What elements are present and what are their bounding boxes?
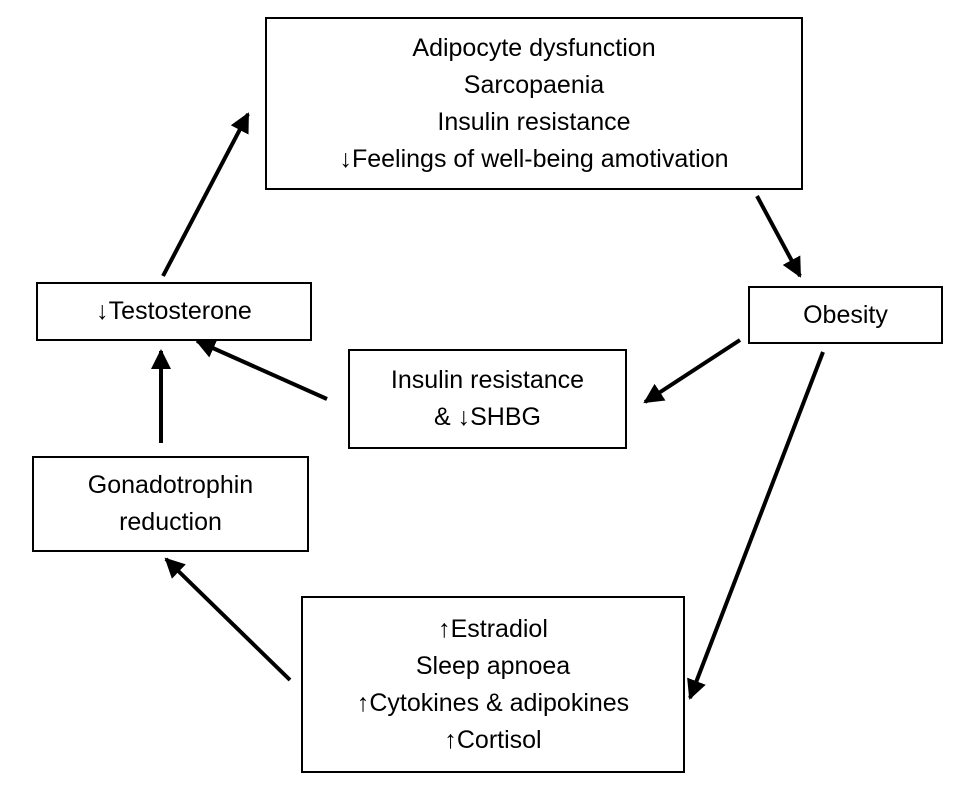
node-text-line: Insulin resistance [390,366,585,394]
node-text-line: ↑Estradiol [438,614,548,643]
arrow-obesity-to-insulin-shbg [643,338,742,404]
node-adipocyte-dysfunction: Adipocyte dysfunction Sarcopaenia Insuli… [265,17,803,190]
node-text-line: Obesity [803,300,888,329]
node-text-line: Adipocyte dysfunction [412,33,656,62]
node-text-line: ↑Cortisol [444,725,542,754]
node-text-line: Gonadotrophin [87,471,254,499]
node-text-line: ↓Testosterone [96,297,252,325]
node-text-line: & ↓SHBG [434,403,541,431]
arrow-insulin-shbg-to-testosterone [195,339,328,401]
node-text-line: reduction [119,508,222,536]
arrow-top-to-obesity [755,195,802,278]
node-text-line: Insulin resistance [437,107,631,136]
node-obesity: Obesity [748,286,943,344]
node-text-line: Sarcopaenia [463,70,605,99]
node-text-line: ↑Cytokines & adipokines [356,688,630,717]
node-testosterone: ↓Testosterone [36,282,312,341]
node-estradiol-cortisol: ↑Estradiol Sleep apnoea ↑Cytokines & adi… [301,596,685,773]
node-gonadotrophin-reduction: Gonadotrophin reduction [32,456,309,552]
arrow-bottom-to-gonadotrophin [164,557,292,682]
node-insulin-resistance-shbg: Insulin resistance & ↓SHBG [348,349,627,449]
node-text-line: ↓Feelings of well-being amotivation [339,144,729,173]
arrow-testosterone-to-top [161,112,250,277]
node-text-line: Sleep apnoea [415,651,571,680]
arrow-obesity-to-bottom [687,351,825,700]
